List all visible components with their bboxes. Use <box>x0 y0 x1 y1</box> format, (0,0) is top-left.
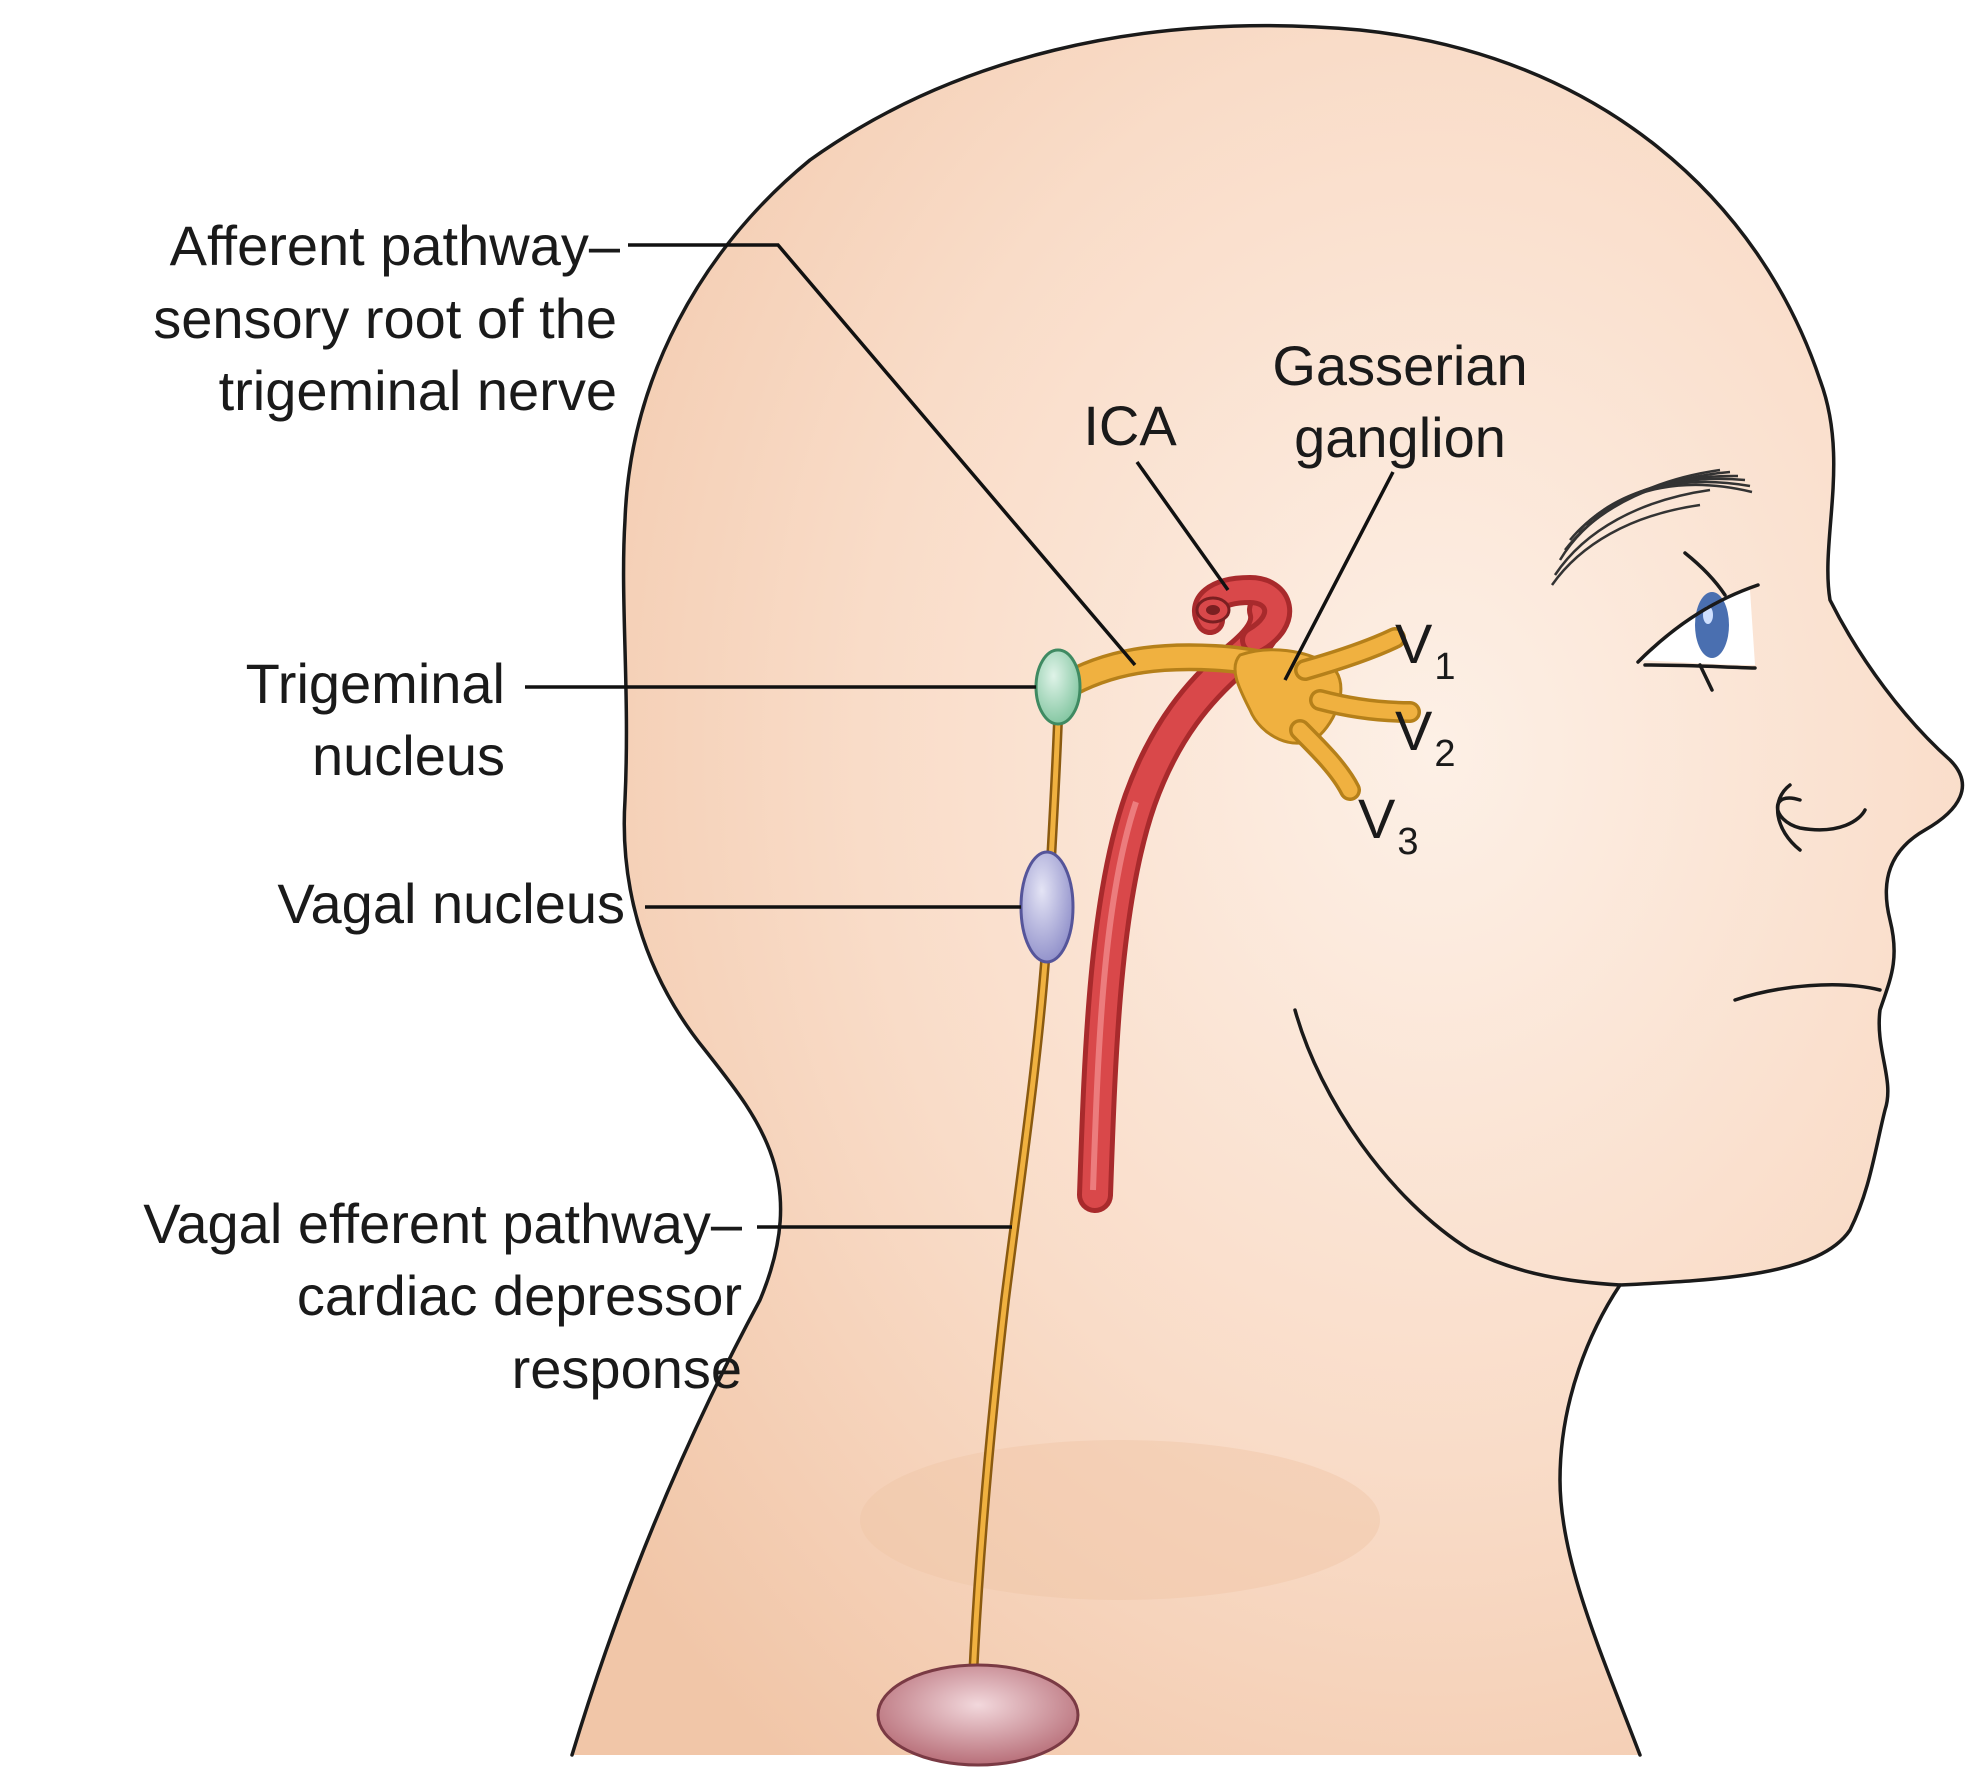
trigeminal-nucleus-label-line1: Trigeminal <box>246 652 505 715</box>
heart <box>878 1665 1078 1765</box>
ica-label: ICA <box>1083 394 1177 457</box>
gasserian-label-line2: ganglion <box>1294 406 1506 469</box>
afferent-label-line1: Afferent pathway– <box>170 214 621 277</box>
v2-subscript: 2 <box>1434 733 1455 775</box>
neck-shading <box>860 1440 1380 1600</box>
vagal-efferent-label-line3: response <box>512 1337 742 1400</box>
vagal-nucleus <box>1021 852 1073 962</box>
v3-letter: V <box>1358 787 1396 850</box>
afferent-label-line3: trigeminal nerve <box>219 359 617 422</box>
v3-subscript: 3 <box>1397 821 1418 863</box>
gasserian-label-line1: Gasserian <box>1272 334 1527 397</box>
trigeminal-nucleus-label-line2: nucleus <box>312 724 505 787</box>
v1-subscript: 1 <box>1434 646 1455 688</box>
v1-letter: V <box>1395 612 1433 675</box>
trigeminal-nucleus <box>1036 650 1080 724</box>
vagal-efferent-label-line1: Vagal efferent pathway– <box>143 1192 743 1255</box>
vagal-nucleus-label: Vagal nucleus <box>277 872 625 935</box>
afferent-label-line2: sensory root of the <box>153 287 617 350</box>
v2-letter: V <box>1395 699 1433 762</box>
vagal-efferent-label-line2: cardiac depressor <box>297 1264 742 1327</box>
